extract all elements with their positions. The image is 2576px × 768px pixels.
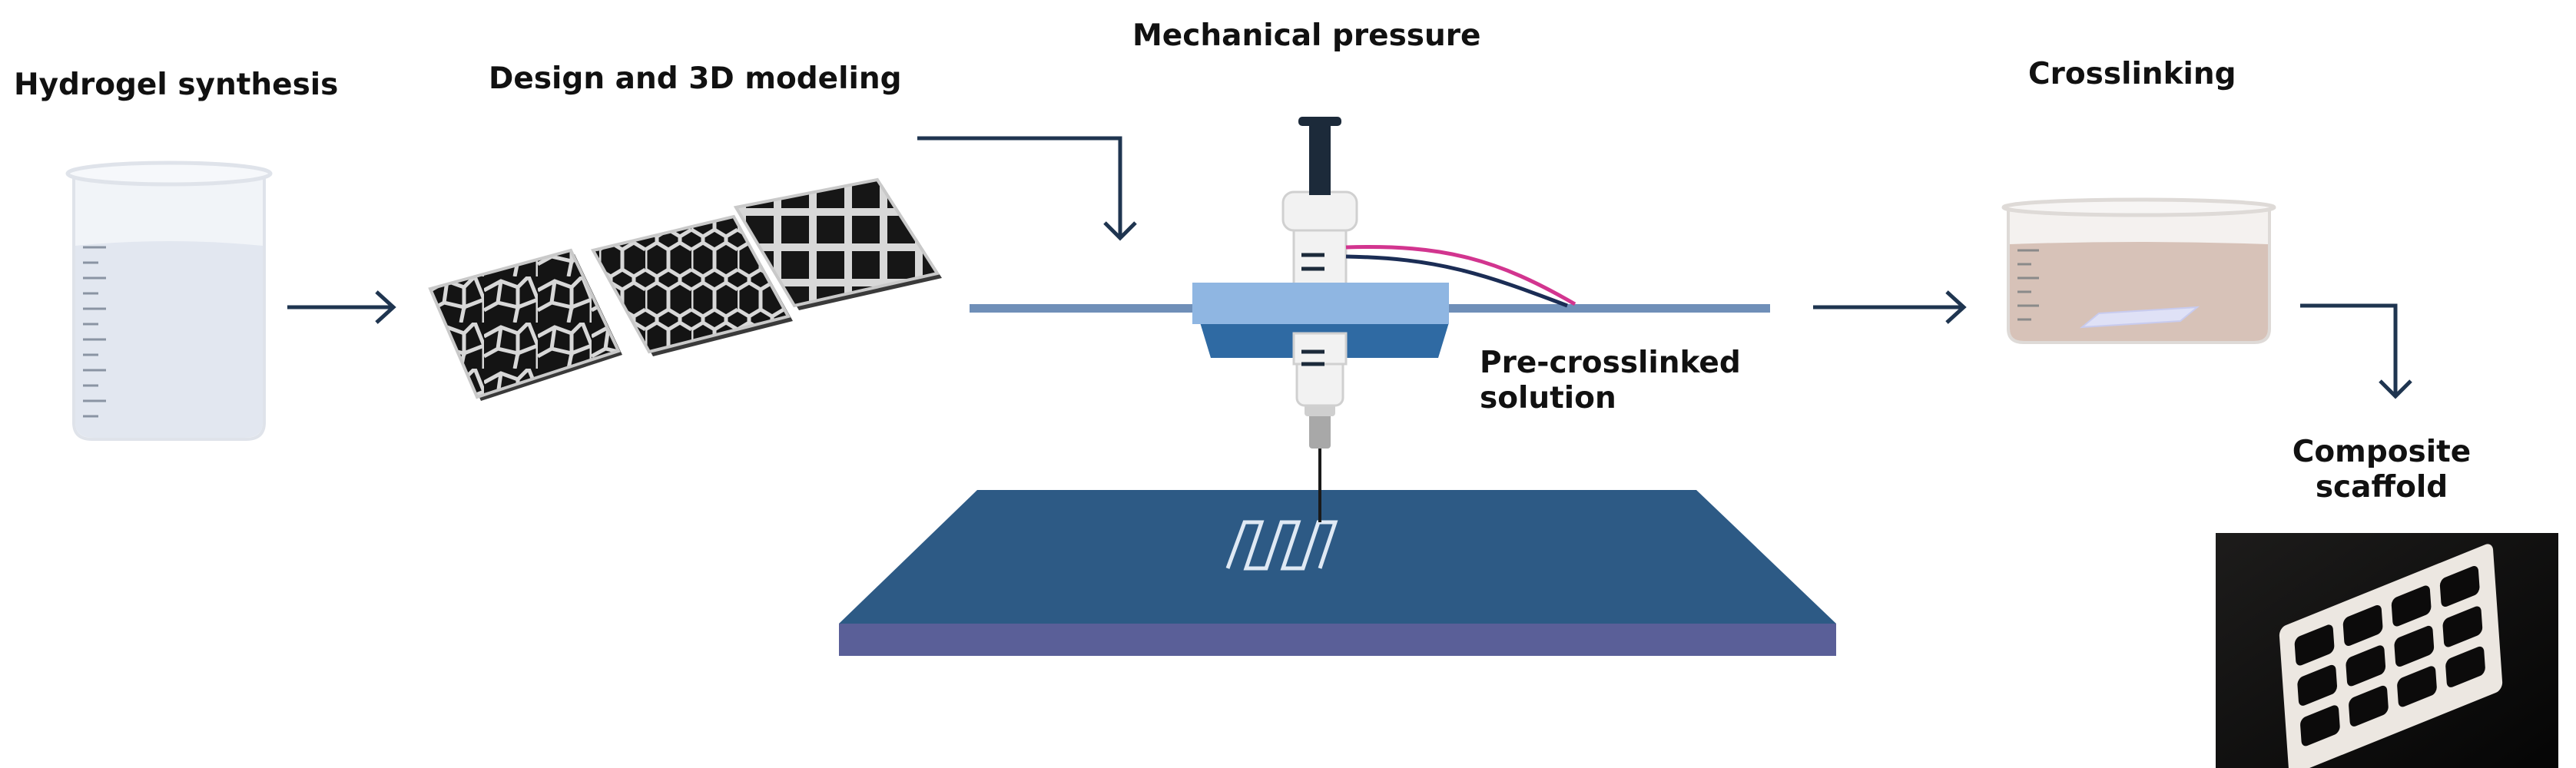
print-bed-icon bbox=[839, 490, 1836, 656]
label-pre-crosslinked-line2: solution bbox=[1480, 381, 1616, 416]
label-composite-line1: Composite bbox=[2292, 435, 2472, 469]
syringe-extruder-icon bbox=[1192, 117, 1576, 522]
arrow-synthesis-to-design bbox=[287, 290, 396, 324]
label-crosslinking: Crosslinking bbox=[2028, 57, 2236, 91]
label-pre-crosslinked: Pre-crosslinked solution bbox=[1480, 346, 1741, 416]
beaker-icon bbox=[65, 161, 273, 441]
label-pre-crosslinked-line1: Pre-crosslinked bbox=[1480, 346, 1741, 380]
hexagonal-pattern-icon bbox=[590, 214, 793, 356]
arrow-design-to-printer bbox=[917, 136, 1137, 241]
scaffold-photo bbox=[2216, 533, 2558, 768]
label-design-3d-modeling: Design and 3D modeling bbox=[489, 61, 902, 96]
arrow-crosslinking-to-composite bbox=[2300, 303, 2412, 399]
arrow-printer-to-crosslinking bbox=[1813, 290, 1967, 324]
label-hydrogel-synthesis: Hydrogel synthesis bbox=[14, 68, 339, 102]
label-composite-line2: scaffold bbox=[2315, 470, 2448, 505]
grid-pattern-icon bbox=[733, 177, 942, 310]
label-mechanical-pressure: Mechanical pressure bbox=[1132, 18, 1481, 53]
label-composite-scaffold: Composite scaffold bbox=[2289, 435, 2474, 505]
crosslinking-dish-icon bbox=[2001, 197, 2276, 344]
voronoi-pattern-icon bbox=[428, 248, 622, 401]
